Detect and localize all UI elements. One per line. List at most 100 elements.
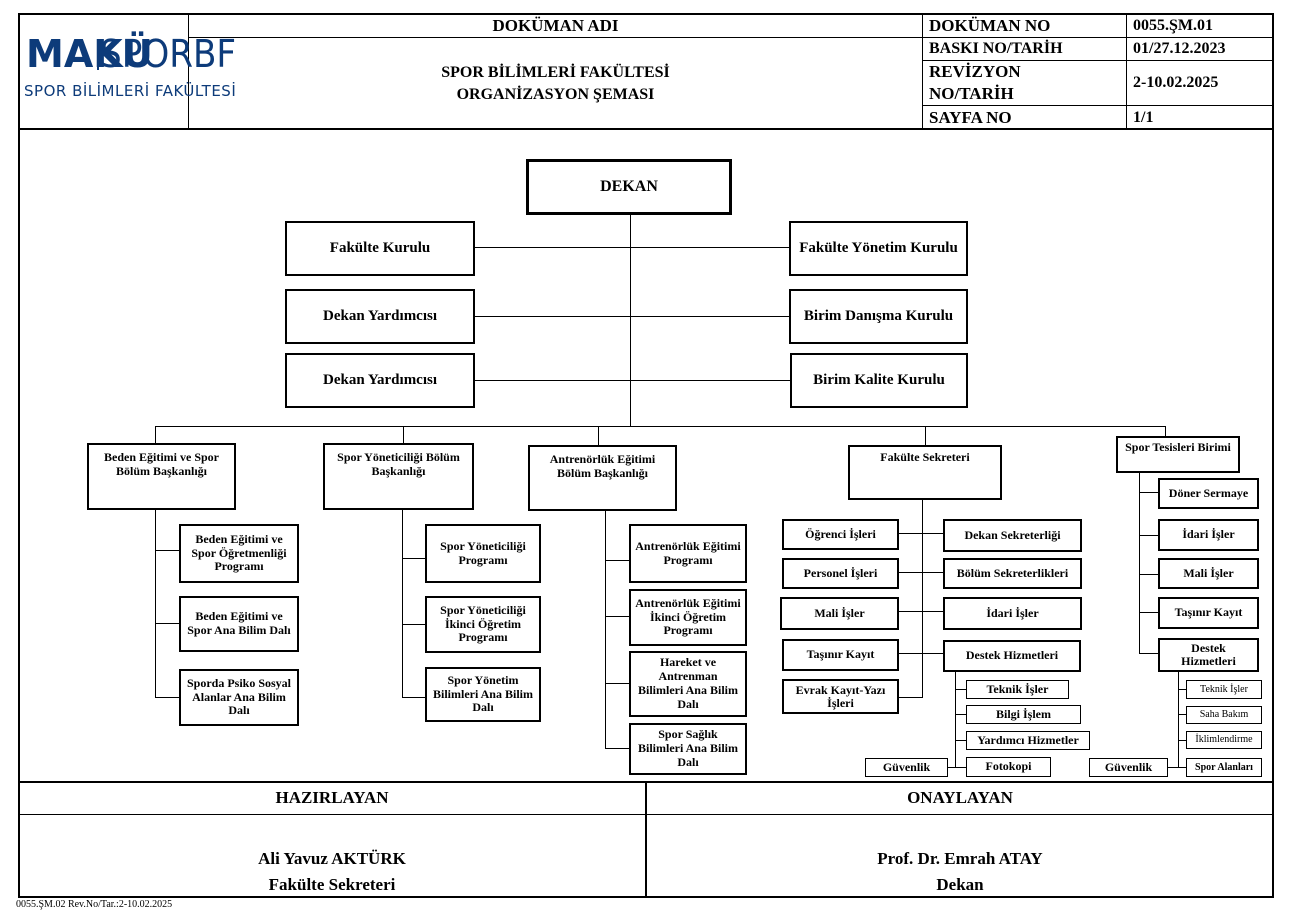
doc-no-label: DOKÜMAN NO [929, 15, 1051, 35]
sec-left-3-label: Mali İşler [814, 605, 865, 620]
sec-security: Güvenlik [865, 758, 948, 777]
fac-security: Güvenlik [1089, 758, 1168, 777]
dept2-child-3: Spor Yönetim Bilimleri Ana Bilim Dalı [425, 667, 541, 722]
dept-antrenorluk-box: Antrenörlük Eğitimi Bölüm Başkanlığı [528, 445, 677, 511]
sec-right-4-label: Destek Hizmetleri [965, 648, 1059, 663]
birim-kalite-kurulu-box: Birim Kalite Kurulu [790, 353, 968, 408]
fac-support-4: Spor Alanları [1186, 758, 1262, 777]
sec-right-1: Dekan Sekreterliği [943, 519, 1082, 552]
dept3-child-3: Hareket ve Antrenman Bilimleri Ana Bilim… [629, 651, 747, 717]
logo-subtitle: SPOR BİLİMLERİ FAKÜLTESİ [24, 82, 237, 100]
prepared-block: Ali Yavuz AKTÜRK Fakülte Sekreteri [19, 846, 645, 898]
page-no-label: SAYFA NO [929, 107, 1012, 127]
doc-title-line2: ORGANİZASYON ŞEMASI [456, 85, 655, 103]
dept-antrenorluk-label: Antrenörlük Eğitimi Bölüm Başkanlığı [549, 452, 656, 480]
sec-right-2: Bölüm Sekreterlikleri [943, 558, 1082, 589]
fac-child-4-label: Taşınır Kayıt [1174, 605, 1243, 620]
logo-sporbf: SPORBF [100, 32, 237, 76]
sec-left-5: Evrak Kayıt-Yazı İşleri [782, 679, 899, 714]
dept3-child-3-label: Hareket ve Antrenman Bilimleri Ana Bilim… [637, 655, 738, 711]
header-table [18, 13, 1274, 130]
print-no-value: 01/27.12.2023 [1133, 40, 1226, 57]
revision-value: 2-10.02.2025 [1133, 74, 1219, 91]
dekan-label: DEKAN [600, 177, 658, 195]
sec-left-4: Taşınır Kayıt [782, 639, 899, 671]
dept3-child-4: Spor Sağlık Bilimleri Ana Bilim Dalı [629, 723, 747, 775]
dept-beden-egitimi-label: Beden Eğitimi ve Spor Bölüm Başkanlığı [103, 450, 219, 478]
dept3-child-2-label: Antrenörlük Eğitimi İkinci Öğretim Progr… [635, 595, 741, 638]
fac-support-1: Teknik İşler [1186, 680, 1262, 699]
fac-child-3-label: Mali İşler [1183, 565, 1234, 580]
logo-maku: MAKÜ [26, 32, 153, 76]
dept3-child-4-label: Spor Sağlık Bilimleri Ana Bilim Dalı [637, 727, 738, 769]
dept2-child-2-label: Spor Yöneticiliği İkinci Öğretim Program… [440, 602, 526, 645]
footer-code: 0055.ŞM.02 Rev.No/Tar.:2-10.02.2025 [16, 899, 173, 910]
sec-right-3: İdari İşler [943, 597, 1082, 630]
dept3-child-1-label: Antrenörlük Eğitimi Programı [635, 538, 741, 567]
dekan-yardimcisi-2-label: Dekan Yardımcısı [322, 371, 438, 388]
sec-left-3: Mali İşler [780, 597, 899, 630]
sec-support-4: Fotokopi [966, 757, 1051, 777]
doc-name-label: DOKÜMAN ADI [492, 15, 619, 35]
dept1-child-2: Beden Eğitimi ve Spor Ana Bilim Dalı [179, 596, 299, 652]
sec-left-2: Personel İşleri [782, 558, 899, 589]
spor-tesisleri-label: Spor Tesisleri Birimi [1125, 440, 1231, 454]
birim-kalite-kurulu-label: Birim Kalite Kurulu [813, 371, 945, 388]
sec-right-2-label: Bölüm Sekreterlikleri [956, 565, 1069, 580]
dekan-yardimcisi-1-label: Dekan Yardımcısı [322, 307, 438, 324]
fac-support-3-label: İklimlendirme [1195, 734, 1253, 746]
fac-support-3: İklimlendirme [1186, 731, 1262, 749]
dept2-child-1: Spor Yöneticiliği Programı [425, 524, 541, 583]
sec-right-4: Destek Hizmetleri [943, 640, 1081, 672]
chart-frame [18, 128, 1274, 783]
doc-title-line1: SPOR BİLİMLERİ FAKÜLTESİ [441, 63, 670, 81]
sec-left-1-label: Öğrenci İşleri [805, 526, 876, 541]
dekan-yardimcisi-2-box: Dekan Yardımcısı [285, 353, 475, 408]
birim-danisma-kurulu-box: Birim Danışma Kurulu [789, 289, 968, 344]
fac-security-label: Güvenlik [1104, 759, 1153, 774]
dept1-child-1: Beden Eğitimi ve Spor Öğretmenliği Progr… [179, 524, 299, 583]
doc-title: SPOR BİLİMLERİ FAKÜLTESİ ORGANİZASYON ŞE… [189, 38, 922, 129]
sec-left-2-label: Personel İşleri [803, 565, 878, 580]
dept3-child-1: Antrenörlük Eğitimi Programı [629, 524, 747, 583]
fac-child-1: Döner Sermaye [1158, 478, 1259, 509]
dept1-child-3: Sporda Psiko Sosyal Alanlar Ana Bilim Da… [179, 669, 299, 726]
fakulte-sekreteri-box: Fakülte Sekreteri [848, 445, 1002, 500]
sec-support-1: Teknik İşler [966, 680, 1069, 699]
birim-danisma-kurulu-label: Birim Danışma Kurulu [803, 307, 954, 324]
sec-support-3-label: Yardımcı Hizmetler [977, 732, 1079, 747]
dept-spor-yoneticiligi-label: Spor Yöneticiliği Bölüm Başkanlığı [337, 450, 460, 478]
dept-spor-yoneticiligi-box: Spor Yöneticiliği Bölüm Başkanlığı [323, 443, 474, 510]
fac-support-4-label: Spor Alanları [1195, 761, 1253, 773]
fac-child-4: Taşınır Kayıt [1158, 597, 1259, 629]
sec-security-label: Güvenlik [882, 759, 931, 774]
page-no-value: 1/1 [1133, 108, 1154, 126]
dept1-child-2-label: Beden Eğitimi ve Spor Ana Bilim Dalı [187, 609, 291, 637]
sec-support-3: Yardımcı Hizmetler [966, 731, 1090, 750]
fac-support-2: Saha Bakım [1186, 706, 1262, 724]
dept-beden-egitimi-box: Beden Eğitimi ve Spor Bölüm Başkanlığı [87, 443, 236, 510]
fakulte-sekreteri-label: Fakülte Sekreteri [880, 450, 970, 464]
fac-child-2: İdari İşler [1158, 519, 1259, 551]
approved-title: Dekan [936, 875, 984, 894]
sec-right-3-label: İdari İşler [986, 605, 1039, 620]
prepared-title: Fakülte Sekreteri [268, 875, 396, 894]
dept3-child-2: Antrenörlük Eğitimi İkinci Öğretim Progr… [629, 589, 747, 646]
fakulte-yonetim-kurulu-box: Fakülte Yönetim Kurulu [789, 221, 968, 276]
approved-name: Prof. Dr. Emrah ATAY [877, 849, 1043, 868]
dept2-child-1-label: Spor Yöneticiliği Programı [440, 538, 526, 567]
dekan-yardimcisi-1-box: Dekan Yardımcısı [285, 289, 475, 344]
approved-label: ONAYLAYAN [907, 788, 1013, 807]
fac-child-2-label: İdari İşler [1182, 527, 1235, 542]
dept2-child-3-label: Spor Yönetim Bilimleri Ana Bilim Dalı [432, 672, 533, 715]
fac-child-3: Mali İşler [1158, 558, 1259, 589]
fac-support-1-label: Teknik İşler [1200, 683, 1248, 695]
fakulte-kurulu-label: Fakülte Kurulu [329, 239, 431, 256]
prepared-name: Ali Yavuz AKTÜRK [258, 849, 406, 868]
fakulte-yonetim-kurulu-label: Fakülte Yönetim Kurulu [799, 239, 958, 256]
dept2-child-2: Spor Yöneticiliği İkinci Öğretim Program… [425, 596, 541, 653]
print-no-label: BASKI NO/TARİH [929, 40, 1063, 57]
doc-no-value: 0055.ŞM.01 [1133, 16, 1213, 34]
fakulte-kurulu-box: Fakülte Kurulu [285, 221, 475, 276]
fac-child-5-label: Destek Hizmetleri [1181, 641, 1236, 668]
